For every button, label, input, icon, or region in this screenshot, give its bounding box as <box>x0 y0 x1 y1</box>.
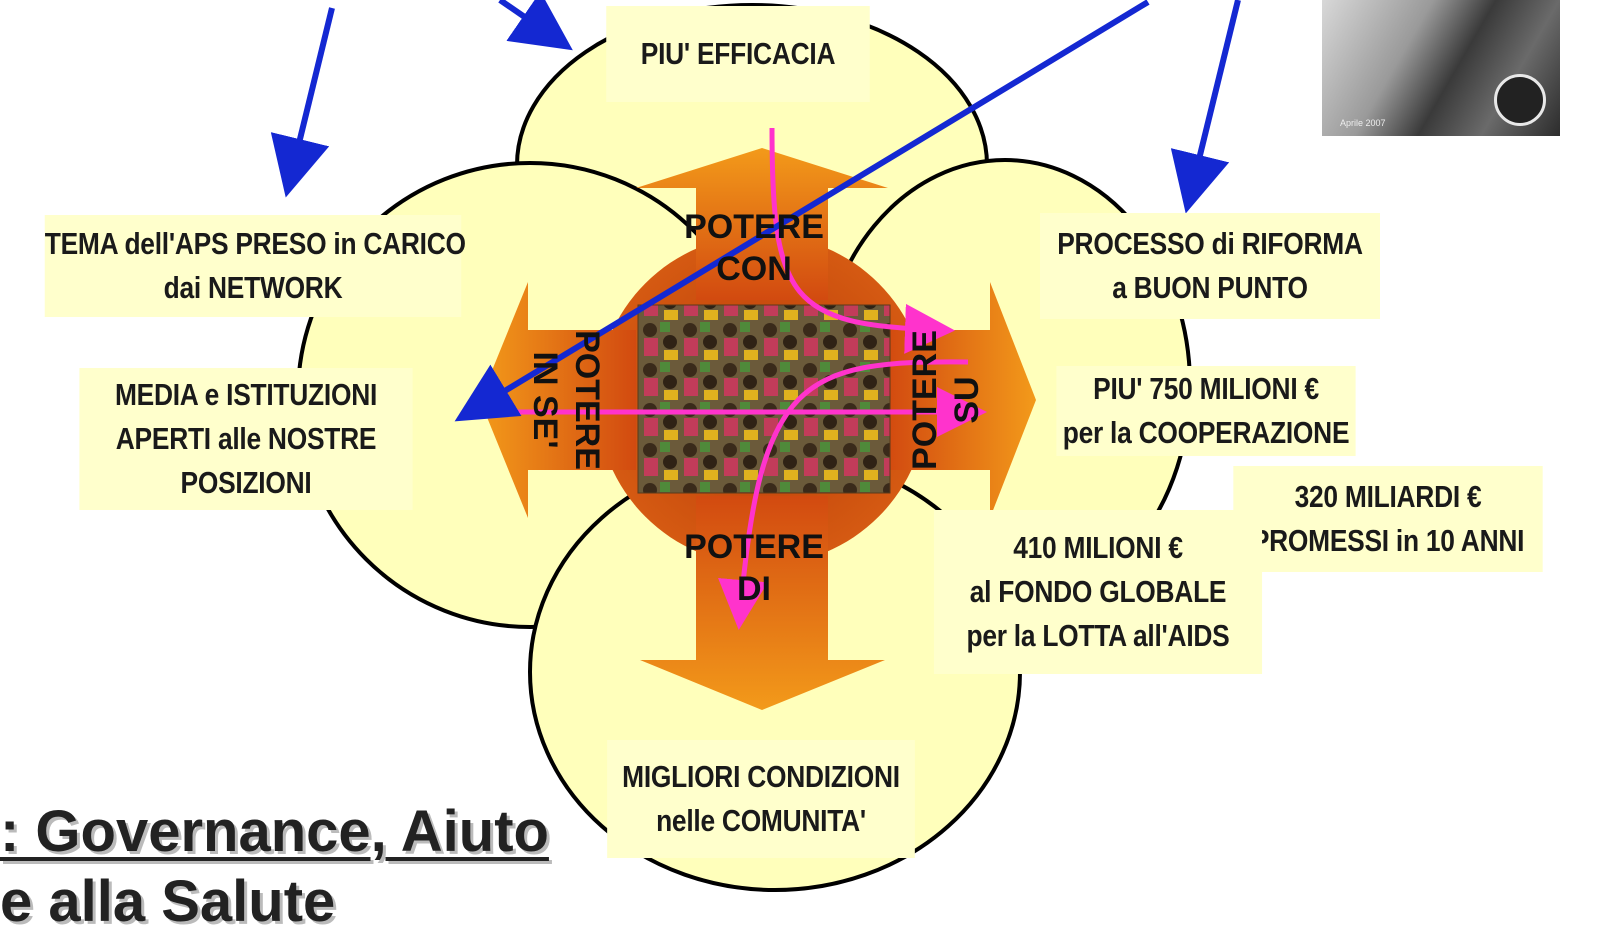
magenta-arrows <box>512 127 987 630</box>
box-media-istituzioni-l3: POSIZIONI <box>180 465 312 500</box>
blue-arrow-right <box>1170 0 1241 214</box>
blue-arrows <box>270 0 1241 422</box>
box-320-miliardi-l1: 320 MILIARDI € <box>1294 479 1482 514</box>
slide-title-line1: : Governance, Aiuto <box>0 799 549 864</box>
blue-arrow-top <box>498 0 573 51</box>
blue-arrow-diagonal <box>454 0 1150 422</box>
box-tema-aps-l1: TEMA dell'APS PRESO in CARICO <box>44 226 466 261</box>
report-cover-seal-icon <box>1494 74 1546 126</box>
box-tema-aps: TEMA dell'APS PRESO in CARICO dai NETWOR… <box>44 215 466 317</box>
box-320-miliardi-l2: PROMESSI in 10 ANNI <box>1251 523 1525 558</box>
box-processo-riforma-l1: PROCESSO di RIFORMA <box>1057 226 1363 261</box>
report-cover-date: Aprile 2007 <box>1340 118 1386 128</box>
arrow-left-shape <box>480 282 636 518</box>
magenta-arrow-right-bottom <box>718 359 969 630</box>
report-cover-image: Aprile 2007 <box>1322 0 1560 136</box>
label-potere-su-l1: POTERE <box>906 330 944 470</box>
box-migliori-condizioni: MIGLIORI CONDIZIONI nelle COMUNITA' <box>607 740 915 858</box>
box-410-milioni: 410 MILIONI € al FONDO GLOBALE per la LO… <box>933 510 1263 674</box>
box-410-milioni-l2: al FONDO GLOBALE <box>969 574 1227 609</box>
box-migliori-condizioni-l2: nelle COMUNITA' <box>656 803 866 838</box>
magenta-arrow-top-right <box>769 127 955 354</box>
box-410-milioni-l1: 410 MILIONI € <box>1013 530 1183 565</box>
box-410-milioni-l3: per la LOTTA all'AIDS <box>966 618 1230 653</box>
box-processo-riforma: PROCESSO di RIFORMA a BUON PUNTO <box>1040 213 1380 319</box>
box-processo-riforma-l2: a BUON PUNTO <box>1112 270 1308 305</box>
box-media-istituzioni-l2: APERTI alle NOSTRE <box>115 421 377 456</box>
box-piu-efficacia-l1: PIU' EFFICACIA <box>640 36 836 71</box>
label-potere-con: POTERE CON <box>664 206 844 290</box>
arrow-up-shape <box>636 148 888 300</box>
box-750-milioni: PIU' 750 MILIONI € per la COOPERAZIONE <box>1056 366 1356 456</box>
box-320-miliardi: 320 MILIARDI € PROMESSI in 10 ANNI <box>1233 466 1543 572</box>
box-media-istituzioni-l1: MEDIA e ISTITUZIONI <box>114 377 378 412</box>
label-potere-di-l1: POTERE <box>684 528 824 566</box>
box-migliori-condizioni-l1: MIGLIORI CONDIZIONI <box>622 759 900 794</box>
label-potere-con-l2: CON <box>716 250 792 288</box>
box-media-istituzioni: MEDIA e ISTITUZIONI APERTI alle NOSTRE P… <box>79 368 413 510</box>
label-potere-con-l1: POTERE <box>684 208 824 246</box>
label-potere-di: POTERE DI <box>664 526 844 610</box>
label-potere-su-l2: SU <box>948 376 986 424</box>
label-potere-in-se: POTERE IN SE' <box>524 310 608 490</box>
box-tema-aps-l2: dai NETWORK <box>163 270 343 305</box>
label-potere-su: POTERE SU <box>904 310 988 490</box>
community-photo <box>637 304 891 494</box>
label-potere-in-se-l1: POTERE <box>568 330 606 470</box>
box-750-milioni-l2: per la COOPERAZIONE <box>1062 415 1350 450</box>
label-potere-di-l2: DI <box>737 570 771 608</box>
label-potere-in-se-l2: IN SE' <box>526 351 564 449</box>
box-750-milioni-l1: PIU' 750 MILIONI € <box>1093 371 1319 406</box>
slide-title-line2: e alla Salute <box>0 869 336 934</box>
box-piu-efficacia: PIU' EFFICACIA <box>606 6 870 102</box>
blue-arrow-left <box>270 7 335 198</box>
